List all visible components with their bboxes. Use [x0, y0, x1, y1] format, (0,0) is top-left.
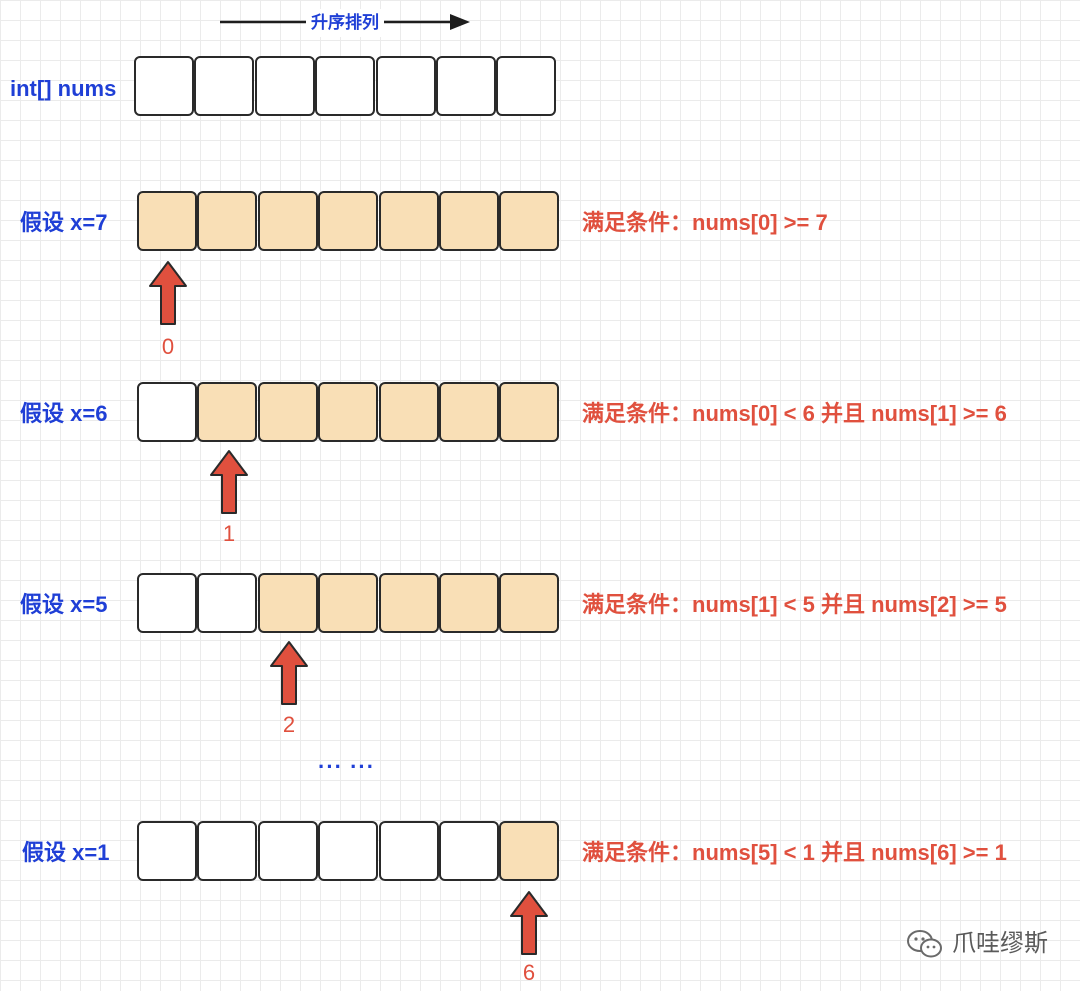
- pointer-arrow-icon: [149, 261, 187, 325]
- array-cell: [137, 573, 197, 633]
- array-cell: [378, 821, 439, 881]
- array-cell: [257, 191, 318, 251]
- array-cell: [435, 56, 496, 116]
- array-cell: [137, 191, 197, 251]
- condition-text: 满足条件：nums[0] < 6 并且 nums[1] >= 6: [582, 401, 1007, 426]
- array-cell: [194, 56, 255, 116]
- wechat-icon: [907, 930, 942, 958]
- row-array: [137, 191, 560, 251]
- pointer-index: 1: [222, 521, 236, 546]
- array-cell: [134, 56, 194, 116]
- array-cell: [318, 191, 379, 251]
- array-cell: [438, 382, 499, 442]
- pointer-index: 6: [522, 960, 536, 985]
- array-cell: [254, 56, 315, 116]
- array-cell: [438, 191, 499, 251]
- array-cell: [499, 573, 560, 633]
- array-cell: [318, 821, 379, 881]
- array-nums: [134, 56, 557, 116]
- condition-text: 满足条件：nums[0] >= 7: [582, 210, 828, 235]
- array-cell: [257, 573, 318, 633]
- array-cell: [496, 56, 557, 116]
- array-cell: [499, 821, 560, 881]
- array-cell: [375, 56, 436, 116]
- array-cell: [378, 382, 439, 442]
- array-cell: [378, 191, 439, 251]
- array-cell: [438, 821, 499, 881]
- ellipsis: ··· ···: [318, 754, 376, 779]
- row-array: [137, 382, 560, 442]
- array-label: int[] nums: [10, 76, 117, 101]
- array-cell: [197, 821, 258, 881]
- assumption-label: 假设 x=7: [20, 210, 108, 235]
- array-cell: [197, 382, 258, 442]
- array-cell: [315, 56, 376, 116]
- array-cell: [378, 573, 439, 633]
- pointer-arrow-icon: [510, 891, 548, 955]
- array-cell: [438, 573, 499, 633]
- watermark: 爪哇缪斯: [906, 928, 1048, 960]
- array-cell: [257, 382, 318, 442]
- assumption-label: 假设 x=6: [20, 401, 108, 426]
- pointer-arrow-icon: [270, 641, 308, 705]
- array-cell: [197, 573, 258, 633]
- array-cell: [318, 382, 379, 442]
- array-cell: [318, 573, 379, 633]
- array-cell: [197, 191, 258, 251]
- row-array: [137, 573, 560, 633]
- array-cell: [499, 382, 560, 442]
- condition-text: 满足条件：nums[5] < 1 并且 nums[6] >= 1: [582, 840, 1007, 865]
- watermark-text: 爪哇缪斯: [952, 930, 1048, 957]
- pointer-arrow-icon: [210, 450, 248, 514]
- array-cell: [137, 821, 197, 881]
- condition-text: 满足条件：nums[1] < 5 并且 nums[2] >= 5: [582, 592, 1007, 617]
- assumption-label: 假设 x=5: [20, 592, 108, 617]
- assumption-label: 假设 x=1: [22, 840, 110, 865]
- row-array: [137, 821, 560, 881]
- direction-label: 升序排列: [306, 9, 384, 37]
- array-cell: [499, 191, 560, 251]
- array-cell: [257, 821, 318, 881]
- pointer-index: 0: [161, 334, 175, 359]
- pointer-index: 2: [282, 712, 296, 737]
- array-cell: [137, 382, 197, 442]
